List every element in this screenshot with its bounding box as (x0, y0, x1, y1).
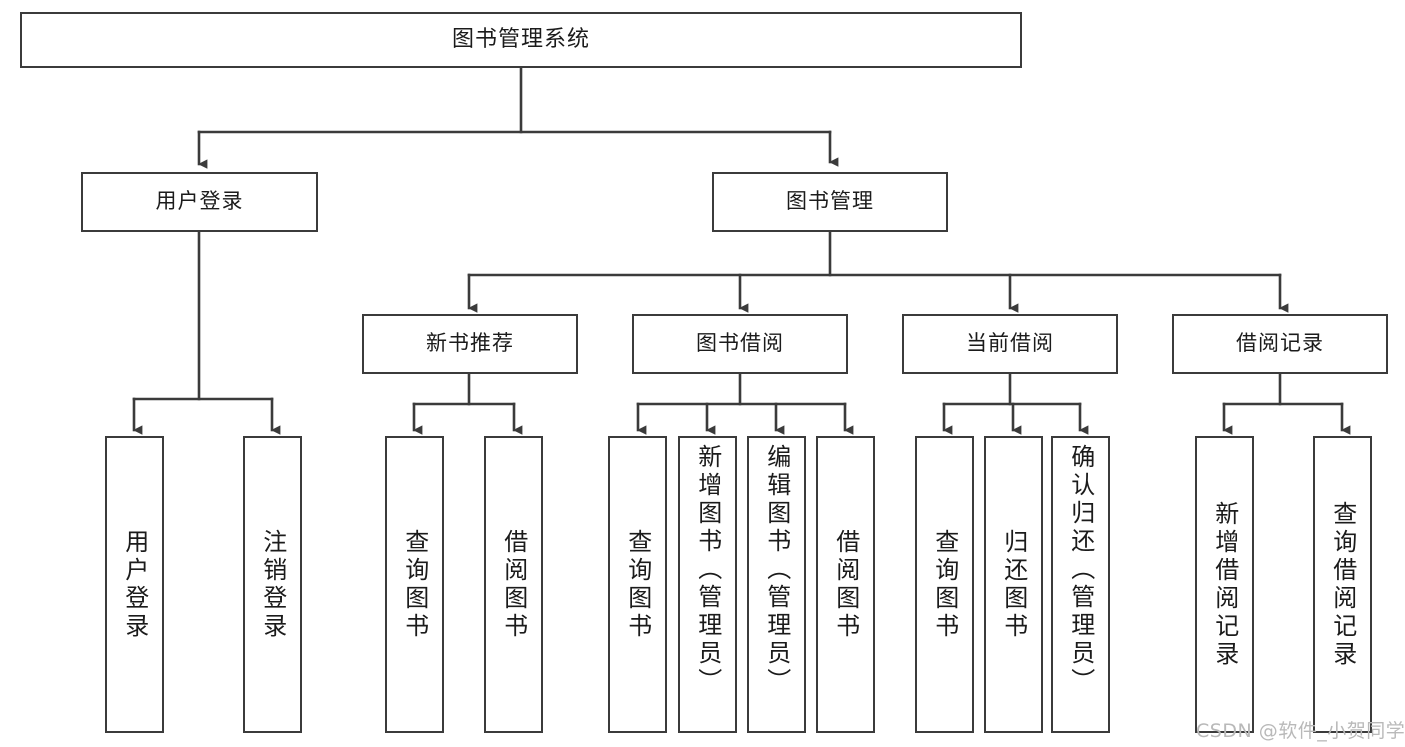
node-book-borrow[interactable]: 图书借阅 (632, 314, 848, 374)
node-label: 查询借阅记录 (1328, 500, 1357, 669)
node-label: 用户登录 (120, 528, 149, 641)
leaf-borrow-borrow-book[interactable]: 借阅图书 (816, 436, 875, 733)
node-label: 用户登录 (155, 189, 244, 214)
leaf-current-return-book[interactable]: 归还图书 (984, 436, 1043, 733)
leaf-current-confirm-return-admin[interactable]: 确认归还（管理员） (1051, 436, 1110, 733)
node-borrow-record[interactable]: 借阅记录 (1172, 314, 1388, 374)
leaf-user-login-signout[interactable]: 注销登录 (243, 436, 302, 733)
node-label: 借阅图书 (831, 528, 860, 641)
node-label: 图书管理 (786, 189, 874, 214)
leaf-borrow-add-book-admin[interactable]: 新增图书（管理员） (678, 436, 737, 733)
node-user-login[interactable]: 用户登录 (81, 172, 318, 232)
leaf-user-login-signin[interactable]: 用户登录 (105, 436, 164, 733)
node-label: 当前借阅 (966, 331, 1054, 356)
node-label: 图书管理系统 (451, 26, 590, 52)
leaf-borrow-query-book[interactable]: 查询图书 (608, 436, 667, 733)
watermark-text: CSDN @软件_小贺同学 (1196, 720, 1405, 742)
node-label: 归还图书 (999, 528, 1028, 641)
node-label: 新增图书（管理员） (693, 444, 722, 696)
node-new-book-recommend[interactable]: 新书推荐 (362, 314, 578, 374)
node-label: 确认归还（管理员） (1066, 444, 1095, 696)
node-book-management[interactable]: 图书管理 (712, 172, 948, 232)
node-label: 新书推荐 (426, 331, 514, 356)
leaf-recommend-query-book[interactable]: 查询图书 (385, 436, 444, 733)
node-root-system[interactable]: 图书管理系统 (20, 12, 1022, 68)
leaf-record-query-record[interactable]: 查询借阅记录 (1313, 436, 1372, 733)
node-current-borrow[interactable]: 当前借阅 (902, 314, 1118, 374)
leaf-current-query-book[interactable]: 查询图书 (915, 436, 974, 733)
node-label: 编辑图书（管理员） (762, 444, 791, 696)
node-label: 查询图书 (623, 528, 652, 641)
node-label: 查询图书 (400, 528, 429, 641)
node-label: 新增借阅记录 (1210, 500, 1239, 669)
leaf-record-add-record[interactable]: 新增借阅记录 (1195, 436, 1254, 733)
node-label: 借阅记录 (1236, 331, 1324, 356)
node-label: 查询图书 (930, 528, 959, 641)
node-label: 图书借阅 (696, 331, 784, 356)
node-label: 借阅图书 (499, 528, 528, 641)
node-label: 注销登录 (258, 528, 287, 641)
leaf-borrow-edit-book-admin[interactable]: 编辑图书（管理员） (747, 436, 806, 733)
leaf-recommend-borrow-book[interactable]: 借阅图书 (484, 436, 543, 733)
